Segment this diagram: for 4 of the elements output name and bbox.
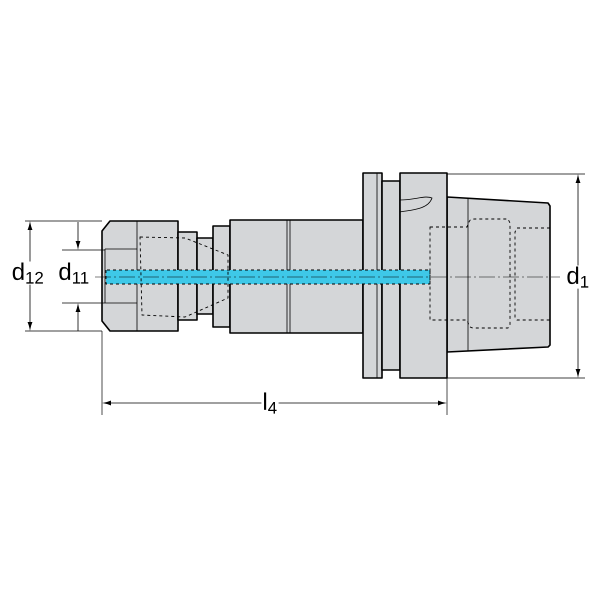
dimension-label: d$_{1}$	[565, 265, 591, 289]
dimension-label: d$_{12}$	[10, 261, 46, 285]
dimension-label: d$_{11}$	[57, 261, 91, 285]
dimension-label: l$_{4}$	[261, 391, 279, 415]
